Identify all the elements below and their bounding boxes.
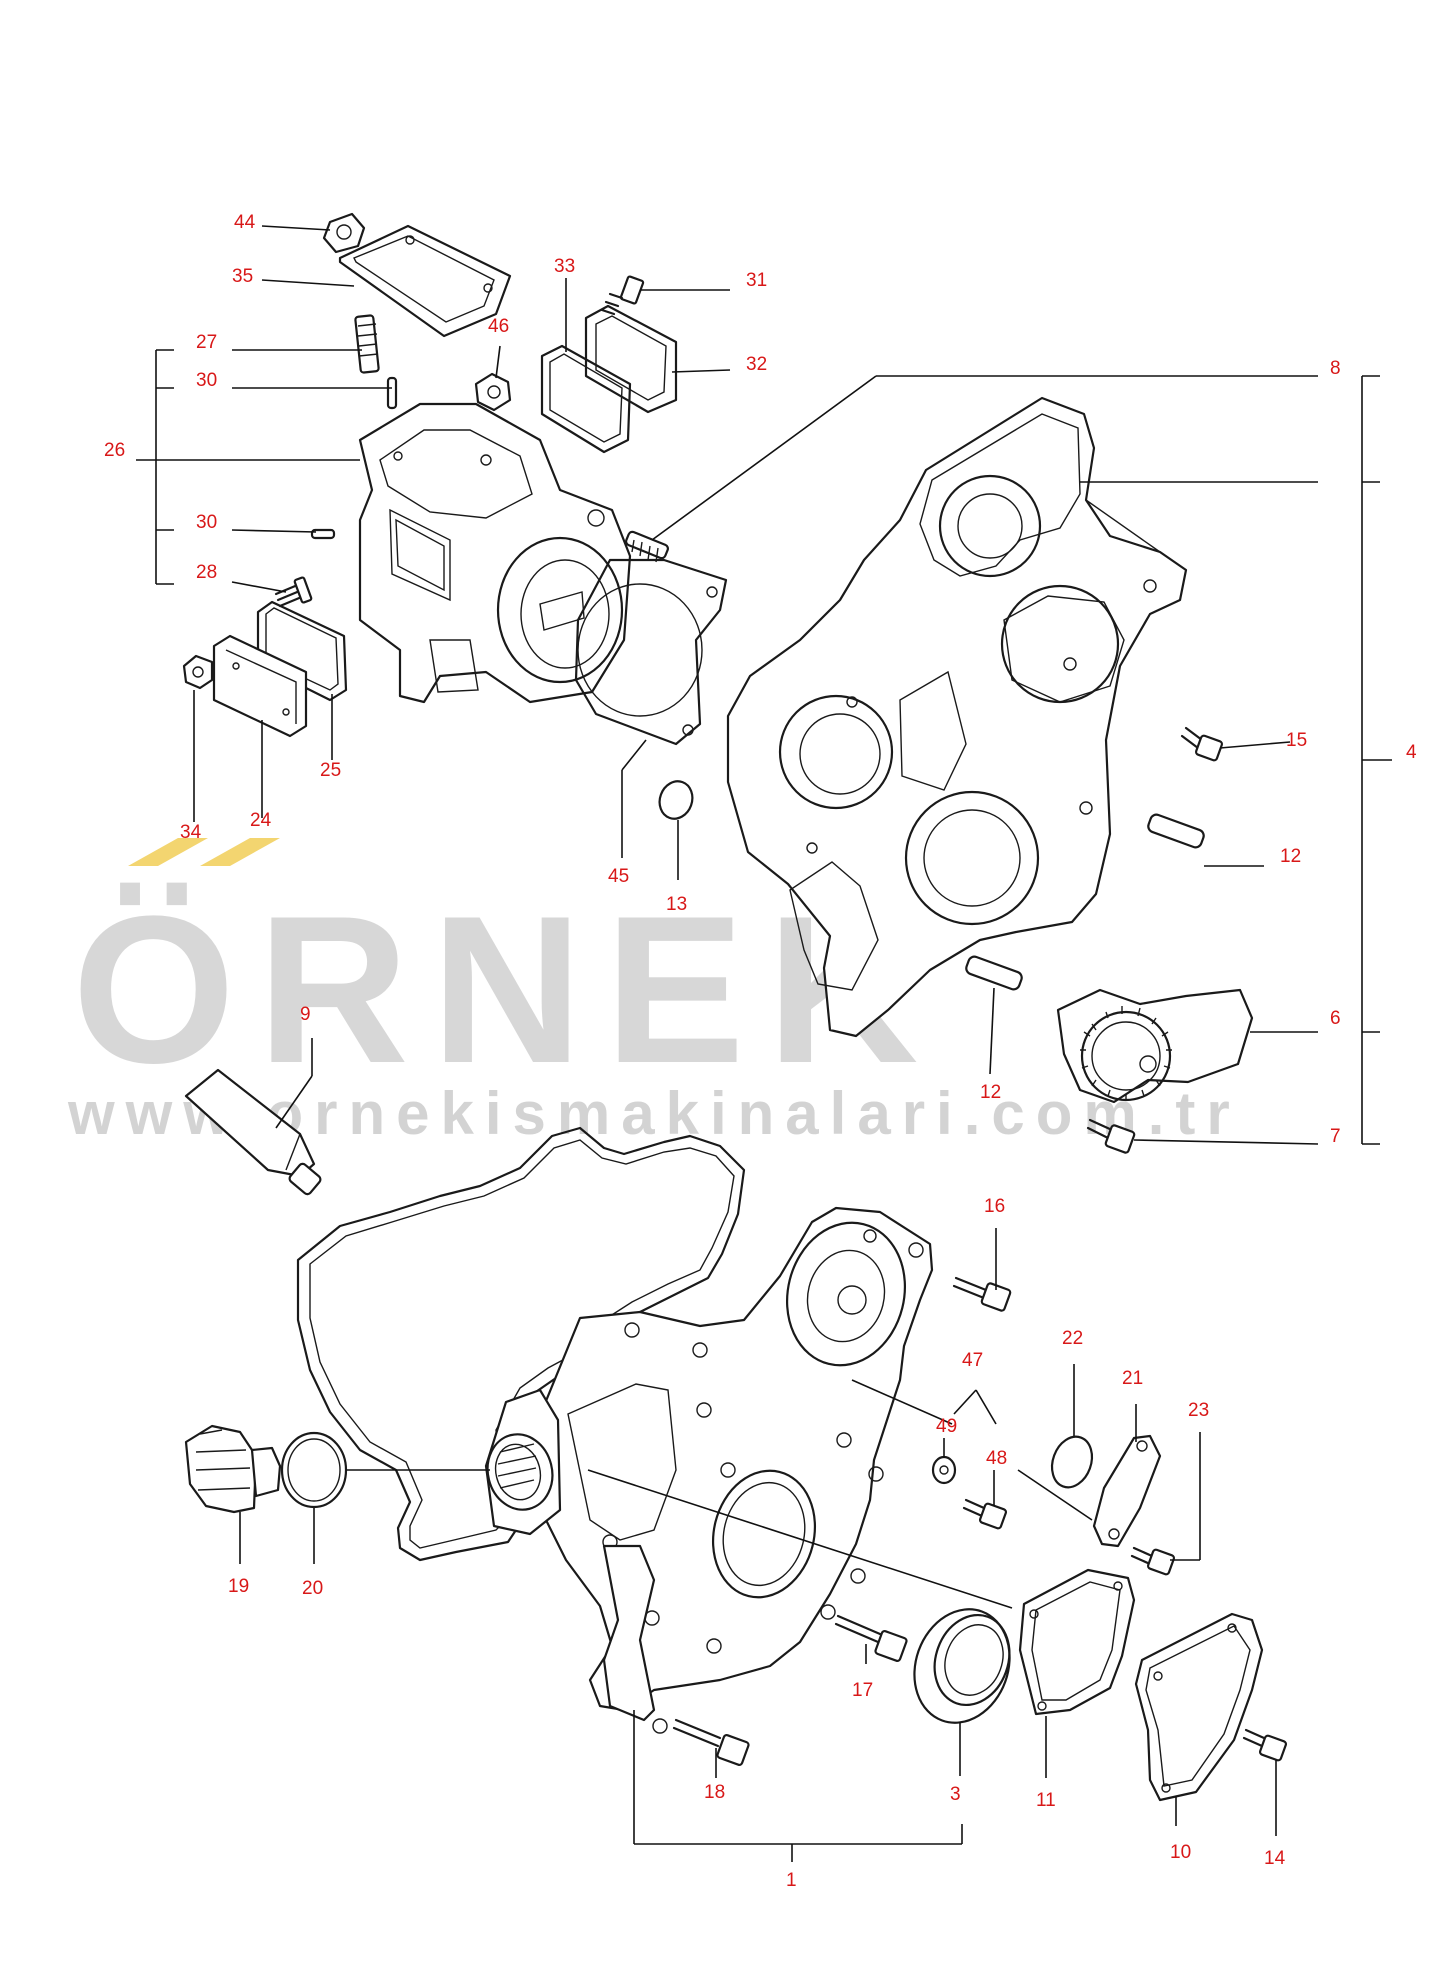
callout-10: 10 — [1170, 1842, 1191, 1863]
bolt-16-icon — [952, 1276, 1012, 1312]
callout-1: 1 — [786, 1870, 797, 1891]
callout-35: 35 — [232, 266, 253, 287]
cover-24-icon — [212, 634, 308, 738]
callout-33: 33 — [554, 256, 575, 277]
pump-6-icon — [1056, 988, 1254, 1104]
cover-plate-10-icon — [1134, 1612, 1264, 1802]
callout-24: 24 — [250, 810, 272, 831]
pin-30-lower-icon — [310, 528, 336, 540]
washer-49-icon — [931, 1455, 957, 1485]
callout-34: 34 — [180, 822, 202, 843]
callout-45: 45 — [608, 866, 629, 887]
callout-19: 19 — [228, 1576, 249, 1597]
callout-11: 11 — [1036, 1790, 1056, 1811]
callout-23: 23 — [1188, 1400, 1209, 1421]
watermark-accent-left — [128, 838, 208, 866]
bolt-15-icon — [1180, 726, 1224, 762]
bolt-14-icon — [1242, 1728, 1288, 1762]
cover-32-icon — [584, 304, 678, 414]
callout-21: 21 — [1122, 1368, 1143, 1389]
lower-assembly — [184, 1126, 1288, 1802]
bolt-7-icon — [1086, 1118, 1136, 1154]
bolt-17-icon — [834, 1614, 908, 1662]
oil-seal-3-icon — [913, 1608, 1011, 1724]
sealant-tube-9-icon — [184, 1068, 322, 1196]
callout-48: 48 — [986, 1448, 1007, 1469]
nut-46-icon — [474, 372, 512, 412]
pin-30-upper-icon — [386, 376, 398, 410]
callout-8: 8 — [1330, 358, 1341, 379]
callout-13: 13 — [666, 894, 687, 915]
callout-44: 44 — [234, 212, 256, 233]
callout-12-upper: 12 — [1280, 846, 1301, 867]
callout-25: 25 — [320, 760, 341, 781]
callout-47: 47 — [962, 1350, 983, 1371]
upper-assembly — [182, 212, 1254, 1196]
callout-3: 3 — [950, 1784, 961, 1805]
gasket-33-icon — [540, 344, 632, 454]
callout-32: 32 — [746, 354, 767, 375]
callout-31: 31 — [746, 270, 767, 291]
callout-27: 27 — [196, 332, 217, 353]
front-cover-1-icon — [484, 1206, 934, 1734]
gasket-45-icon — [574, 558, 728, 746]
callout-22: 22 — [1062, 1328, 1083, 1349]
dowel-8-icon — [625, 530, 669, 563]
callout-14: 14 — [1264, 1848, 1286, 1869]
callout-30-upper: 30 — [196, 370, 217, 391]
dowel-12-lower-icon — [965, 955, 1023, 991]
callout-16: 16 — [984, 1196, 1005, 1217]
nut-34-icon — [182, 654, 214, 690]
callout-9: 9 — [300, 1004, 311, 1025]
callout-15: 15 — [1286, 730, 1307, 751]
callout-17: 17 — [852, 1680, 873, 1701]
bolt-23-icon — [1130, 1546, 1176, 1576]
callout-28: 28 — [196, 562, 217, 583]
o-ring-22-icon — [1050, 1435, 1094, 1489]
callout-49: 49 — [936, 1416, 957, 1437]
cover-21-icon — [1092, 1434, 1162, 1548]
watermark-accent-right — [200, 838, 280, 866]
filler-cap-19-icon — [184, 1424, 282, 1514]
nut-44-icon — [322, 212, 366, 254]
leader-lines — [136, 225, 1392, 1862]
callouts: 44 35 33 31 46 32 27 30 26 30 28 8 15 4 … — [104, 212, 1417, 1891]
housing-26-icon — [358, 402, 632, 704]
gasket-11-icon — [1018, 1568, 1136, 1716]
callout-30-lower: 30 — [196, 512, 217, 533]
callout-18: 18 — [704, 1782, 725, 1803]
o-ring-13-icon — [658, 780, 694, 820]
bolt-28-icon — [274, 576, 313, 608]
bolt-31-icon — [600, 275, 645, 316]
dowel-12-upper-icon — [1147, 813, 1205, 849]
gasket-35-icon — [338, 224, 512, 338]
callout-6: 6 — [1330, 1008, 1341, 1029]
watermark-brand: ÖRNEK — [72, 872, 940, 1107]
callout-4: 4 — [1406, 742, 1417, 763]
bolt-48-icon — [962, 1498, 1008, 1530]
callout-46: 46 — [488, 316, 509, 337]
callout-7: 7 — [1330, 1126, 1341, 1147]
bolt-18-icon — [672, 1718, 750, 1766]
o-ring-20-icon — [280, 1431, 348, 1509]
plate-4-icon — [726, 396, 1188, 1038]
callout-12-lower: 12 — [980, 1082, 1001, 1103]
callout-20: 20 — [302, 1578, 323, 1599]
callout-26: 26 — [104, 440, 125, 461]
stud-27-icon — [354, 314, 380, 374]
